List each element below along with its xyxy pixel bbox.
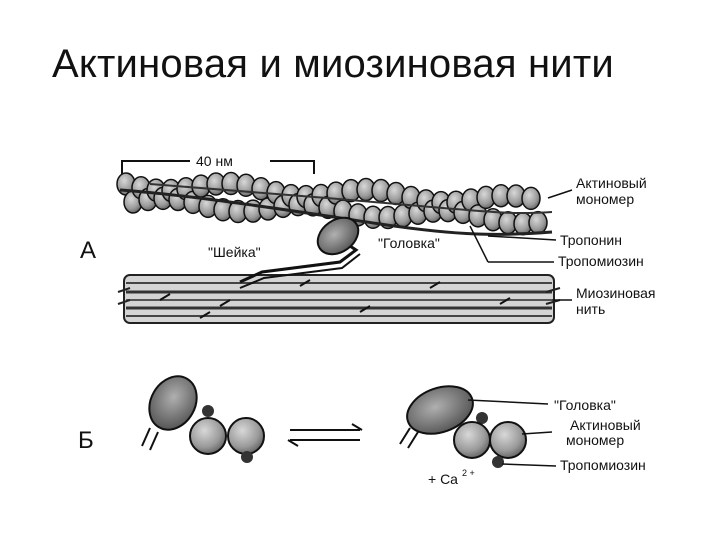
myosin-label-1: Миозиновая (576, 285, 656, 301)
calcium-superscript: 2 + (462, 468, 475, 478)
panel-b-letter: Б (78, 427, 94, 454)
state-relaxed (140, 368, 264, 463)
calcium-label: + Ca (428, 471, 458, 487)
b-actin-label-1: Актиновый (570, 417, 641, 433)
troponin-label: Тропонин (560, 232, 622, 248)
myosin-label-2: нить (576, 301, 605, 317)
leader-actin (548, 190, 572, 198)
tropomyosin-label: Тропомиозин (558, 253, 644, 269)
leader-b-tropomyosin (502, 464, 556, 466)
b-head-label: "Головка" (554, 397, 616, 413)
actin-monomer-bead (529, 212, 547, 234)
panel-a-letter: А (80, 237, 96, 264)
actin-monomer-label-2: мономер (576, 191, 634, 207)
leader-troponin (488, 236, 556, 240)
state-active (400, 378, 526, 468)
b-actin-label-2: мономер (566, 432, 624, 448)
leader-tropomyosin (470, 226, 488, 262)
leader-b-actin (522, 432, 552, 434)
b-tropomyosin-label: Тропомиозин (560, 457, 646, 473)
actin-monomer-bead (522, 187, 540, 209)
scale-bar: 40 нм (122, 153, 314, 174)
equilibrium-arrows (288, 424, 362, 446)
myosin-filament (118, 275, 560, 323)
scale-label: 40 нм (196, 153, 233, 169)
actin-monomer-label-1: Актиновый (576, 175, 647, 191)
leader-b-head (468, 400, 548, 404)
head-label: "Головка" (378, 235, 440, 251)
neck-label: "Шейка" (208, 244, 261, 260)
